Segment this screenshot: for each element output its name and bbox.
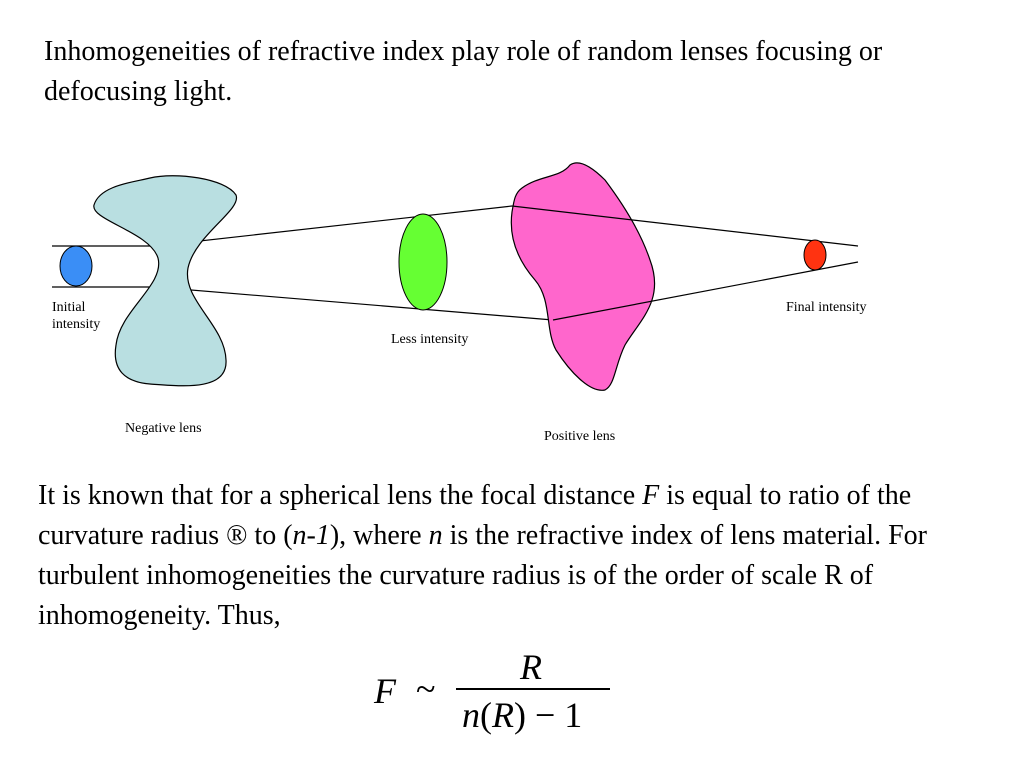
para-F: F bbox=[642, 480, 660, 511]
formula-den-n: n bbox=[462, 695, 480, 735]
para-n: n bbox=[428, 520, 443, 551]
final-intensity-label: Final intensity bbox=[786, 300, 867, 315]
formula-den-open: ( bbox=[480, 695, 492, 735]
formula-den-rest: − 1 bbox=[526, 695, 583, 735]
formula-relation: ~ bbox=[416, 669, 436, 709]
explanation-paragraph: It is known that for a spherical lens th… bbox=[38, 476, 978, 636]
formula-denominator: n(R) − 1 bbox=[462, 694, 582, 736]
formula-lhs: F bbox=[374, 671, 396, 711]
formula-fraction-bar bbox=[456, 688, 610, 690]
initial-label-line1: Initial bbox=[52, 300, 86, 315]
ray-upper-converging bbox=[511, 205, 859, 247]
ray-upper-diverging bbox=[154, 205, 513, 247]
focal-distance-formula: F ~ R n(R) − 1 bbox=[370, 647, 630, 750]
ray-lower-converging bbox=[552, 261, 859, 321]
para-n-minus-1: n-1 bbox=[292, 520, 330, 551]
positive-lens-shape bbox=[510, 162, 656, 391]
initial-label-line2: intensity bbox=[52, 317, 101, 332]
para-part2: is equal to ratio of the curvature radiu… bbox=[38, 480, 912, 551]
formula-den-R: R bbox=[492, 695, 514, 735]
negative-lens-shape bbox=[93, 175, 237, 387]
formula-numerator: R bbox=[520, 647, 542, 687]
para-part1: It is known that for a spherical lens th… bbox=[38, 480, 643, 511]
initial-intensity-label: Initial intensity bbox=[52, 299, 100, 333]
light-rays bbox=[52, 205, 554, 321]
less-intensity-ellipse bbox=[398, 213, 448, 311]
ray-lower-diverging bbox=[154, 286, 554, 321]
final-intensity-dot bbox=[803, 239, 827, 271]
intro-text: Inhomogeneities of refractive index play… bbox=[44, 36, 883, 107]
negative-lens-label: Negative lens bbox=[125, 421, 202, 436]
initial-intensity-dot bbox=[59, 245, 93, 287]
converging-rays bbox=[511, 205, 859, 321]
para-part3: ), where bbox=[329, 520, 429, 551]
formula-den-close: ) bbox=[514, 695, 526, 735]
less-intensity-label: Less intensity bbox=[391, 332, 469, 347]
positive-lens-label: Positive lens bbox=[544, 429, 616, 444]
para-part4: is the refractive index of lens material… bbox=[38, 520, 927, 631]
